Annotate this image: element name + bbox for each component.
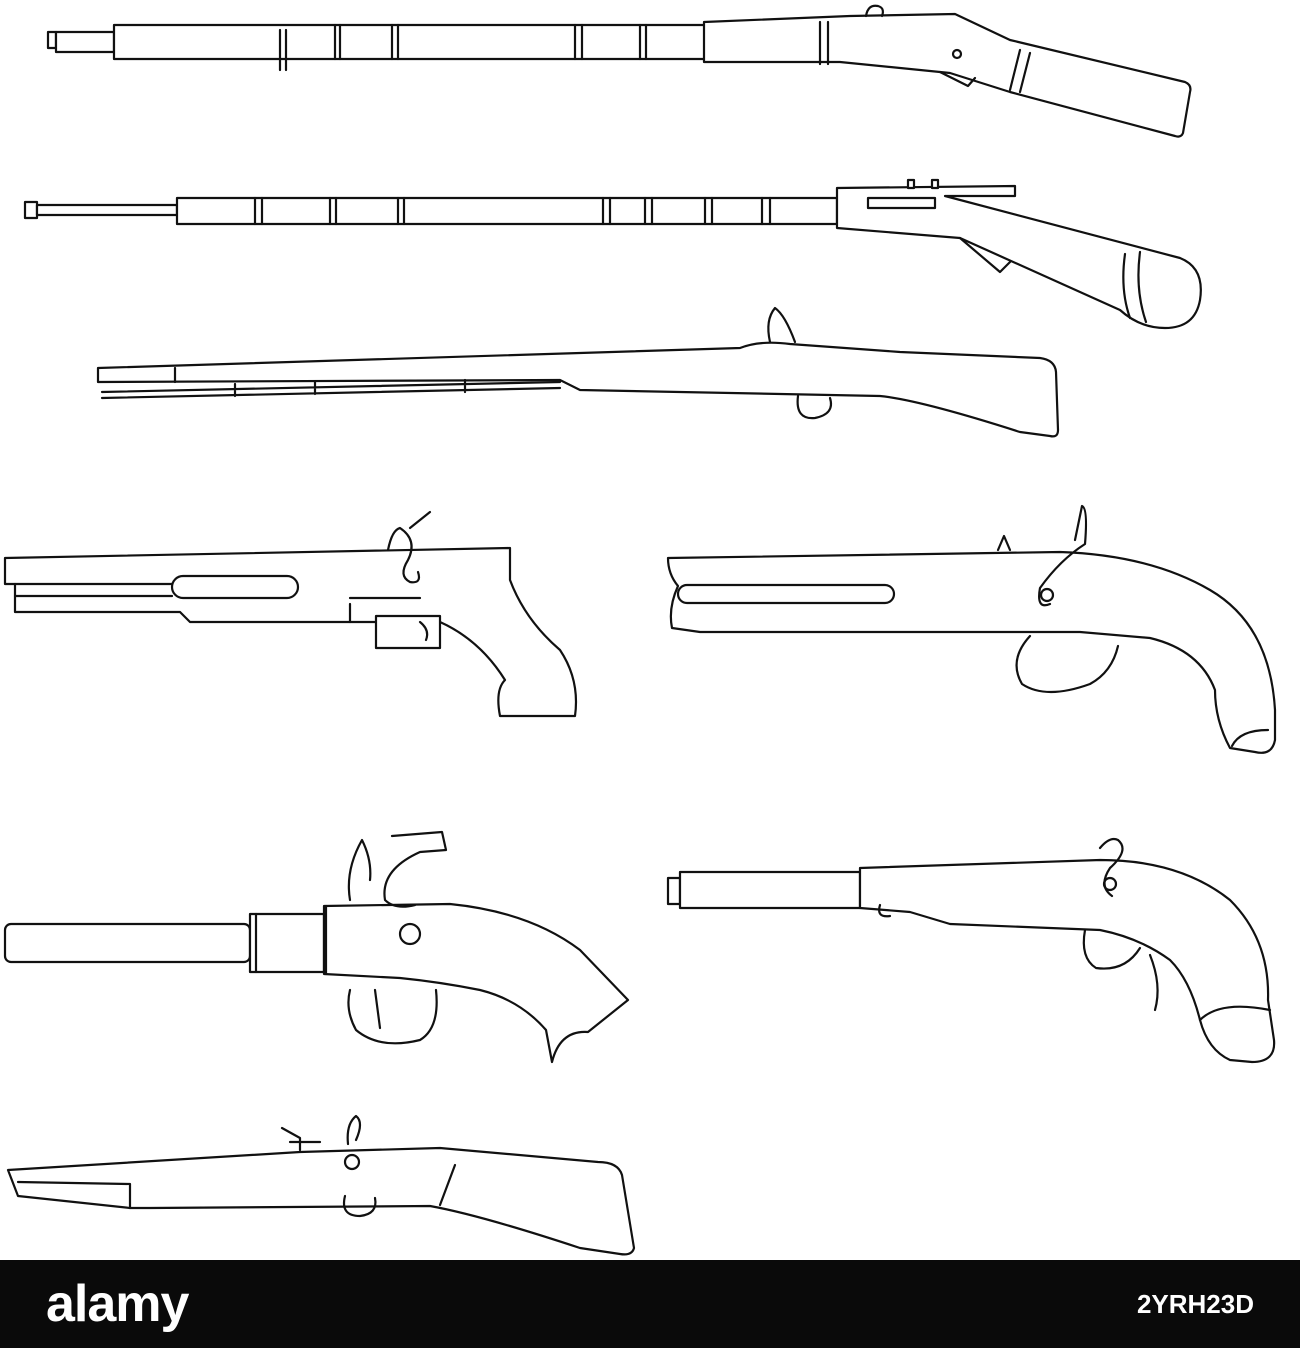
image-id: 2YRH23D: [1136, 1289, 1254, 1319]
blunderbuss-icon: [6, 1114, 636, 1256]
flintlock-pistol-4-icon: [666, 837, 1276, 1064]
footer-bar: alamy 2YRH23D: [0, 1260, 1300, 1348]
long-musket-2-icon: [23, 178, 1202, 330]
long-musket-1-icon: [46, 4, 1192, 138]
flintlock-pistol-3-icon: [3, 830, 630, 1064]
long-musket-3-icon: [96, 306, 1060, 438]
flintlock-pistol-1-icon: [3, 510, 578, 718]
weapons-illustration: [3, 4, 1277, 1256]
flintlock-pistol-2-icon: [666, 504, 1277, 754]
brand-logo: alamy: [46, 1275, 189, 1333]
